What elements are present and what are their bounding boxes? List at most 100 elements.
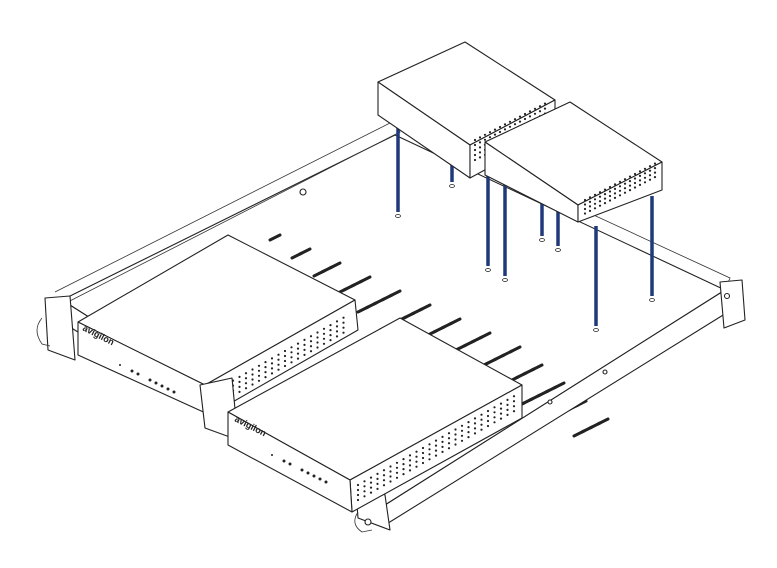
vent-hole bbox=[588, 200, 592, 203]
vent-hole bbox=[508, 125, 512, 128]
vent-hole bbox=[638, 174, 642, 177]
vent-hole bbox=[441, 445, 444, 448]
vent-hole bbox=[618, 180, 622, 183]
slot bbox=[298, 247, 312, 256]
vent-hole bbox=[244, 382, 248, 385]
vent-hole bbox=[376, 477, 379, 480]
vent-hole bbox=[518, 115, 522, 118]
vent-hole bbox=[369, 486, 373, 489]
vent-hole bbox=[356, 493, 360, 497]
screw-hole bbox=[555, 248, 561, 252]
vent-hole bbox=[483, 138, 487, 141]
vent-hole bbox=[428, 443, 431, 446]
vent-hole bbox=[633, 177, 637, 180]
vent-hole bbox=[395, 471, 399, 474]
vent-hole bbox=[473, 158, 477, 162]
vent-hole bbox=[257, 374, 261, 377]
vent-hole bbox=[623, 182, 627, 185]
vent-hole bbox=[512, 400, 516, 403]
slot bbox=[530, 363, 544, 372]
vent-hole bbox=[478, 141, 482, 144]
vent-hole bbox=[593, 207, 597, 210]
vent-hole bbox=[309, 350, 313, 353]
vent-hole bbox=[342, 316, 345, 319]
vent-hole bbox=[382, 484, 386, 487]
vent-hole bbox=[598, 195, 602, 198]
screw-hole bbox=[449, 184, 455, 188]
vent-hole bbox=[653, 167, 657, 170]
vent-hole bbox=[608, 185, 612, 189]
vent-hole bbox=[648, 178, 652, 181]
vent-hole bbox=[283, 359, 287, 363]
status-leds bbox=[119, 364, 176, 394]
vent-hole bbox=[638, 183, 642, 186]
vent-hole bbox=[512, 405, 516, 408]
vent-hole bbox=[503, 128, 507, 131]
vent-hole bbox=[290, 351, 293, 354]
vent-hole bbox=[506, 403, 509, 406]
vent-hole bbox=[486, 424, 490, 428]
vent-hole bbox=[277, 363, 280, 366]
vent-hole bbox=[498, 125, 502, 129]
vent-hole bbox=[473, 148, 477, 152]
mounting-screws bbox=[395, 120, 655, 332]
vent-hole bbox=[628, 189, 632, 192]
vent-hole bbox=[588, 209, 592, 212]
vent-hole bbox=[603, 193, 607, 196]
vent-hole bbox=[583, 203, 587, 206]
vent-hole bbox=[613, 196, 617, 199]
vent-hole bbox=[493, 416, 496, 419]
vent-hole bbox=[598, 191, 602, 194]
vent-hole bbox=[363, 490, 366, 493]
vent-hole bbox=[588, 196, 592, 199]
vent-hole bbox=[264, 361, 267, 364]
vent-hole bbox=[623, 191, 627, 194]
vent-hole bbox=[382, 474, 386, 477]
vent-hole bbox=[270, 367, 274, 370]
vent-hole bbox=[486, 419, 490, 423]
vent-hole bbox=[322, 332, 326, 335]
vent-hole bbox=[643, 167, 647, 170]
vent-hole bbox=[421, 456, 425, 460]
vent-hole bbox=[533, 112, 537, 115]
slot bbox=[328, 261, 342, 270]
vent-hole bbox=[270, 372, 274, 375]
vent-hole bbox=[473, 422, 477, 425]
vent-hole bbox=[480, 428, 483, 431]
vent-hole bbox=[593, 202, 597, 205]
nvr-appliance-right: avigilon bbox=[227, 317, 523, 513]
slot bbox=[596, 417, 610, 426]
vent-hole bbox=[483, 133, 487, 136]
vent-hole bbox=[395, 461, 399, 464]
vent-hole bbox=[428, 453, 431, 456]
vent-hole bbox=[408, 469, 412, 472]
screw-hole bbox=[593, 328, 599, 332]
vent-hole bbox=[369, 491, 373, 494]
vent-hole bbox=[447, 432, 451, 435]
slot bbox=[418, 303, 432, 312]
vent-hole bbox=[473, 138, 477, 142]
vent-hole bbox=[395, 466, 399, 469]
vent-hole bbox=[277, 368, 280, 371]
vent-hole bbox=[638, 170, 642, 173]
vent-hole bbox=[283, 364, 287, 368]
vent-hole bbox=[408, 454, 412, 457]
vent-hole bbox=[335, 325, 339, 328]
vent-hole bbox=[296, 342, 300, 345]
vent-hole bbox=[538, 105, 542, 108]
rack-ear-right-back bbox=[719, 279, 746, 329]
vent-hole bbox=[473, 143, 477, 147]
vent-hole bbox=[473, 427, 477, 430]
vent-hole bbox=[447, 437, 451, 440]
vent-hole bbox=[369, 476, 373, 479]
vent-hole bbox=[454, 443, 457, 446]
vent-hole bbox=[523, 117, 527, 121]
vent-hole bbox=[238, 380, 241, 383]
vent-hole bbox=[389, 480, 392, 483]
vent-hole bbox=[309, 335, 313, 338]
screw-hole bbox=[299, 188, 307, 196]
vent-hole bbox=[363, 480, 366, 483]
vent-hole bbox=[283, 349, 287, 353]
vent-hole bbox=[335, 320, 339, 323]
vent-hole bbox=[421, 461, 425, 465]
